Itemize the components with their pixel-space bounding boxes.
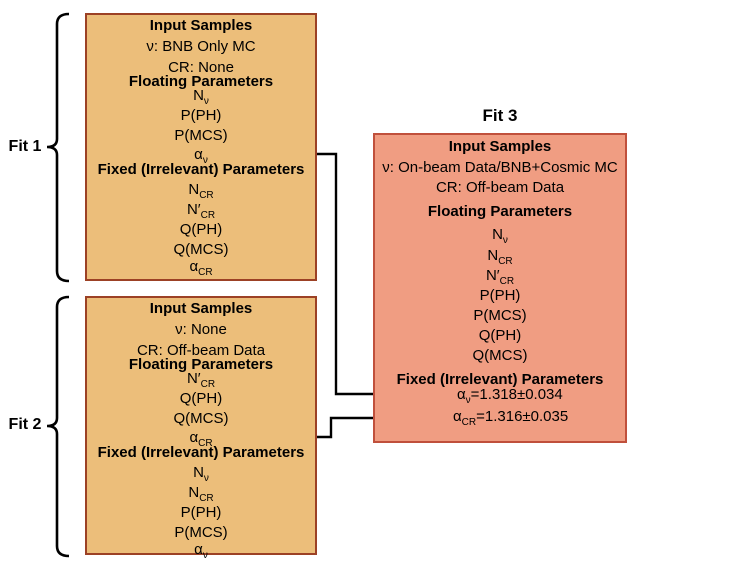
fit1-fixed-param: Q(PH) <box>179 221 223 238</box>
fit3-cr-sample: CR: Off-beam Data <box>435 179 565 196</box>
fit2-fixed-param: Nν <box>193 464 209 484</box>
fit2-fixed-param: αν <box>194 541 208 561</box>
fit1-box: Input Samples ν: BNB Only MC CR: None Fl… <box>85 13 317 281</box>
fit3-floating-param: N′CR <box>485 267 515 287</box>
fit2-fixed-header: Fixed (Irrelevant) Parameters <box>97 444 305 461</box>
fit3-fixed-header: Fixed (Irrelevant) Parameters <box>396 371 604 388</box>
fit3-box: Input Samples ν: On-beam Data/BNB+Cosmic… <box>373 133 627 443</box>
fit1-fixed-param: NCR <box>188 181 214 201</box>
fit1-floating-param: P(MCS) <box>174 127 228 144</box>
fit1-fixed-header: Fixed (Irrelevant) Parameters <box>97 161 305 178</box>
fit1-fixed-param: αCR <box>189 258 213 278</box>
fit3-floating-header: Floating Parameters <box>427 203 573 220</box>
fit1-cr-sample: CR: None <box>168 59 234 76</box>
fit2-fixed-param: NCR <box>188 484 214 504</box>
fit1-brace <box>46 12 70 283</box>
fit3-title: Fit 3 <box>482 106 518 125</box>
fit1-floating-header: Floating Parameters <box>128 73 274 90</box>
fit3-alpha-nu-result: αν=1.318±0.034 <box>457 386 563 406</box>
fit3-alpha-cr-result: αCR=1.316±0.035 <box>453 408 569 428</box>
fit3-floating-param: P(PH) <box>479 287 521 304</box>
fit2-input-samples-header: Input Samples <box>149 300 253 317</box>
fit2-floating-param: Q(PH) <box>179 390 223 407</box>
fit3-floating-param: P(MCS) <box>473 307 527 324</box>
fit1-fixed-param: Q(MCS) <box>173 241 229 258</box>
fit2-floating-param: N′CR <box>186 370 216 390</box>
fit1-alpha-nu-param: αν <box>194 146 208 166</box>
fit1-input-samples-header: Input Samples <box>149 17 253 34</box>
fit3-floating-param: NCR <box>487 247 513 267</box>
fit2-alpha-cr-param: αCR <box>189 429 213 449</box>
fit3-floating-param: Q(PH) <box>478 327 522 344</box>
fit1-floating-param: Nν <box>193 87 209 107</box>
fit2-brace <box>46 295 70 558</box>
fit2-cr-sample: CR: Off-beam Data <box>136 342 266 359</box>
fit2-fixed-param: P(PH) <box>180 504 222 521</box>
fit1-fixed-param: N′CR <box>186 201 216 221</box>
fit2-floating-param: Q(MCS) <box>173 410 229 427</box>
fit2-nu-sample: ν: None <box>175 321 227 338</box>
fit2-box: Input Samples ν: None CR: Off-beam Data … <box>85 296 317 561</box>
fit2-floating-header: Floating Parameters <box>128 356 274 373</box>
fit3-input-samples-header: Input Samples <box>448 138 552 155</box>
fit2-label: Fit 2 <box>8 416 42 433</box>
fit1-label: Fit 1 <box>8 138 42 155</box>
fit1-nu-sample: ν: BNB Only MC <box>146 38 256 55</box>
fit1-floating-param: P(PH) <box>180 107 222 124</box>
fit3-floating-param: Nν <box>492 226 508 246</box>
fit2-fixed-param: P(MCS) <box>174 524 228 541</box>
fit3-floating-param: Q(MCS) <box>472 347 528 364</box>
fit3-nu-sample: ν: On-beam Data/BNB+Cosmic MC <box>382 159 618 176</box>
